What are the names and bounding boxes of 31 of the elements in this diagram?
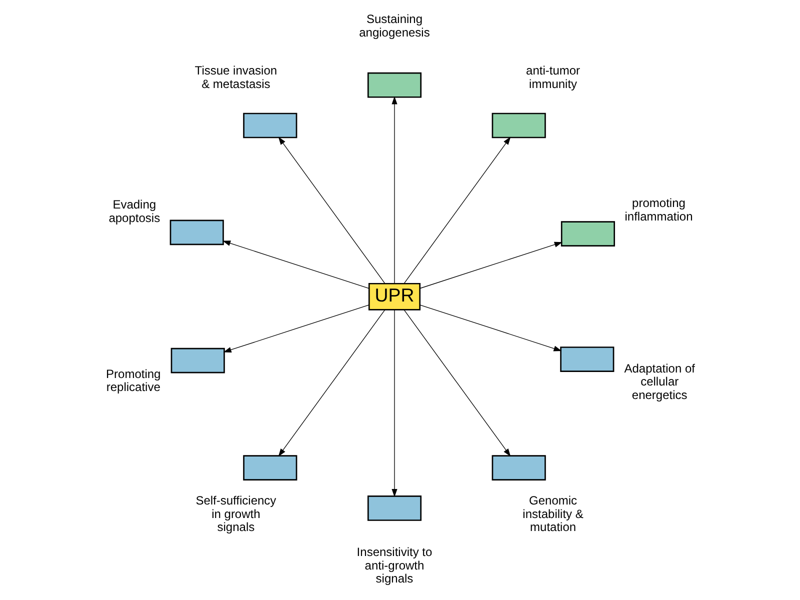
- node-box: [366, 72, 422, 98]
- node-box: [242, 455, 297, 480]
- node-box: [560, 346, 614, 372]
- arrow: [278, 136, 385, 284]
- node-box: [366, 496, 422, 521]
- arrow: [391, 96, 397, 284]
- node-label: promoting inflammation: [624, 196, 692, 224]
- node-label: Sustaining angiogenesis: [358, 12, 430, 40]
- arrow: [403, 309, 510, 457]
- node-label: Genomic instability & mutation: [522, 493, 583, 534]
- node-label: Evading apoptosis: [108, 197, 160, 225]
- node-box: [170, 348, 224, 374]
- node-label: Self-sufficiency in growth signals: [195, 493, 276, 534]
- node-box: UPR: [368, 282, 420, 310]
- node-label: anti-tumor immunity: [526, 64, 580, 92]
- arrow: [419, 304, 562, 352]
- arrow: [222, 304, 369, 352]
- node-box: [560, 221, 615, 246]
- node-label: Promoting replicative: [106, 366, 160, 394]
- node-box: [169, 220, 224, 246]
- node-label: Adaptation of cellular energetics: [624, 361, 694, 402]
- arrow: [222, 240, 369, 289]
- node-box: [491, 455, 546, 480]
- arrow: [278, 309, 385, 457]
- node-box: [491, 112, 546, 138]
- arrow: [419, 242, 562, 289]
- arrow: [403, 136, 510, 284]
- node-box: [242, 112, 297, 138]
- arrow: [391, 310, 397, 498]
- node-label: Insensitivity to anti-growth signals: [356, 544, 432, 586]
- node-label: Tissue invasion & metastasis: [194, 64, 277, 92]
